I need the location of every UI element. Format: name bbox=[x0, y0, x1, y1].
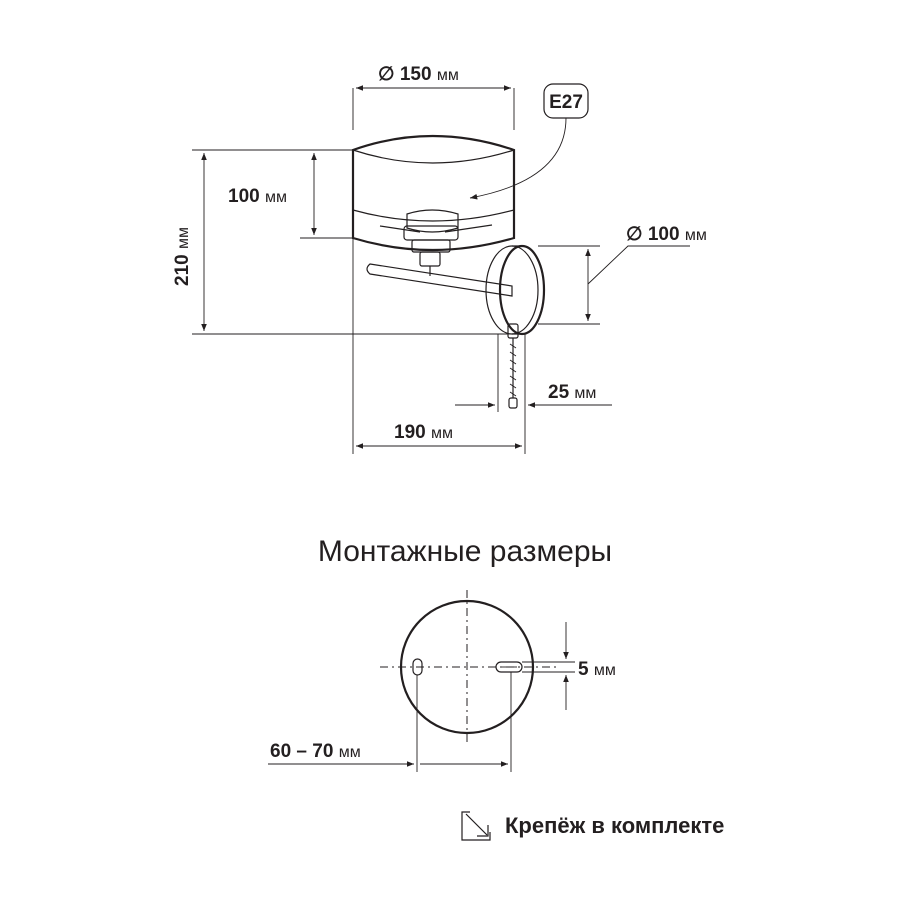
svg-text:∅ 150 мм: ∅ 150 мм bbox=[378, 64, 459, 85]
dimension-slot-offset: 5 мм bbox=[522, 622, 616, 710]
svg-text:25 мм: 25 мм bbox=[548, 382, 596, 403]
svg-text:Крепёж в комплекте: Крепёж в комплекте bbox=[505, 813, 724, 838]
svg-text:E27: E27 bbox=[549, 92, 583, 113]
dimension-hole-spacing: 60 – 70 мм bbox=[268, 672, 512, 772]
svg-text:210 мм: 210 мм bbox=[172, 227, 193, 286]
svg-text:100 мм: 100 мм bbox=[228, 186, 287, 207]
dimension-shade-height: 100 мм bbox=[228, 149, 353, 239]
dimension-base-diameter: ∅ 100 мм bbox=[538, 224, 707, 325]
socket-type-callout: E27 bbox=[469, 83, 589, 200]
dimension-total-depth: 190 мм bbox=[352, 238, 526, 454]
dimension-total-height: 210 мм bbox=[172, 149, 512, 335]
svg-text:5 мм: 5 мм bbox=[578, 659, 616, 680]
mounting-plate bbox=[380, 590, 556, 744]
svg-text:190 мм: 190 мм bbox=[394, 422, 453, 443]
fasteners-included-note: Крепёж в комплекте bbox=[461, 811, 724, 841]
wall-base bbox=[485, 244, 546, 336]
svg-text:60 – 70 мм: 60 – 70 мм bbox=[270, 741, 361, 762]
dimension-shade-diameter: ∅ 150 мм bbox=[352, 64, 515, 130]
lamp-shade bbox=[351, 134, 516, 252]
mounting-title: Монтажные размеры bbox=[318, 535, 612, 568]
wall-lamp-side-view: ∅ 150 мм 100 мм 210 мм E27 ∅ 100 мм bbox=[172, 64, 707, 454]
arrow-into-box-icon bbox=[461, 811, 491, 841]
lamp-arm bbox=[366, 263, 513, 297]
pull-chain bbox=[507, 323, 519, 409]
svg-text:∅ 100 мм: ∅ 100 мм bbox=[626, 224, 707, 245]
dimension-chain-offset: 25 мм bbox=[455, 334, 612, 412]
